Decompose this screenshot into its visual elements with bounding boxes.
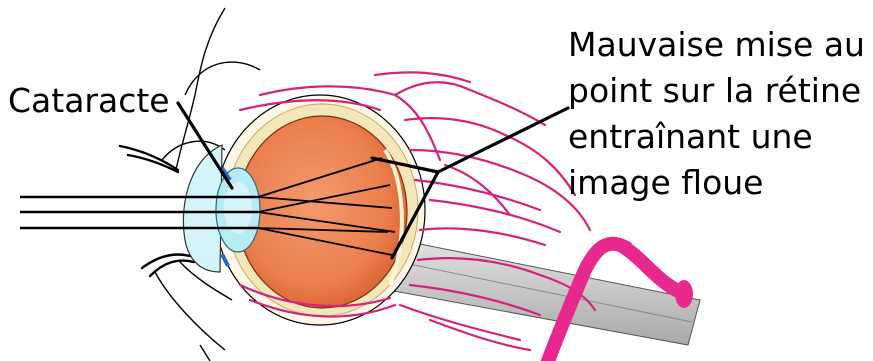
blurry-focus-line-2: point sur la rétine bbox=[568, 68, 865, 114]
blurry-focus-line-4: image floue bbox=[568, 160, 865, 206]
lens-cataract bbox=[216, 168, 260, 252]
blurry-focus-line-3: entraînant une bbox=[568, 114, 865, 160]
blurry-focus-label: Mauvaise mise au point sur la rétine ent… bbox=[568, 22, 865, 206]
artery-end bbox=[675, 280, 693, 308]
cataract-label: Cataracte bbox=[8, 84, 170, 117]
upper-eyelash bbox=[120, 146, 178, 172]
lower-eyelash bbox=[142, 255, 194, 277]
blurry-focus-line-1: Mauvaise mise au bbox=[568, 22, 865, 68]
